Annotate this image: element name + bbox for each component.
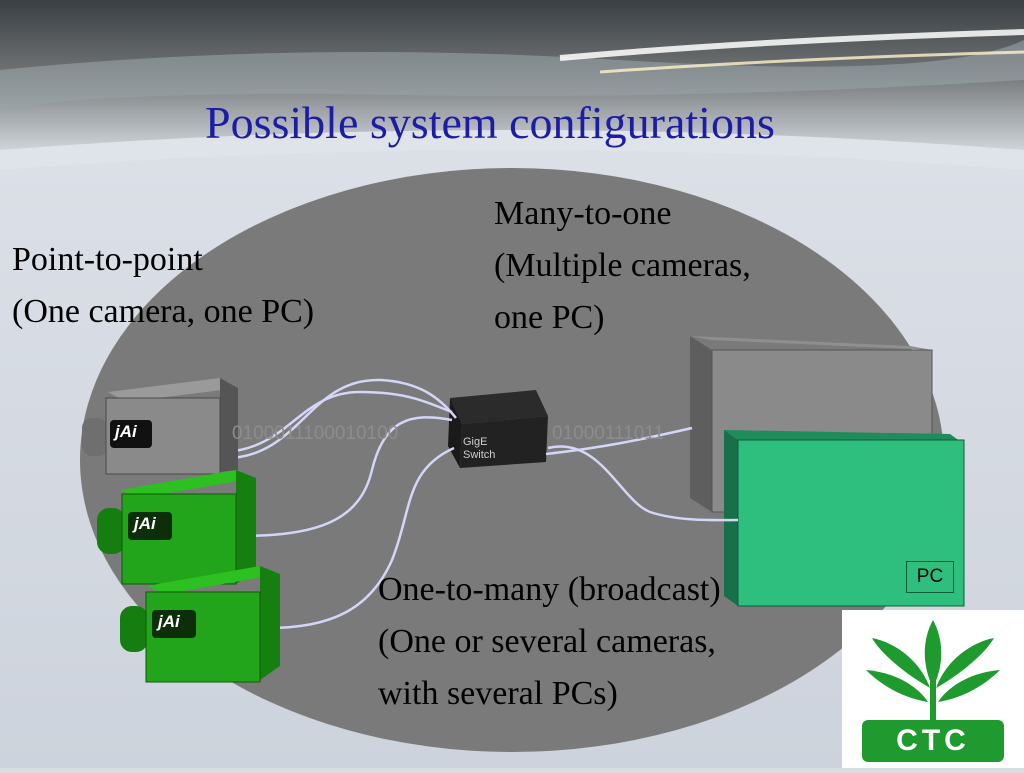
label-one-to-many-line1: One-to-many (broadcast) xyxy=(378,571,721,608)
label-one-to-many-line3: with several PCs) xyxy=(378,675,618,712)
switch-label-line1: GigE xyxy=(463,436,488,448)
label-many-to-one: Many-to-one (Multiple cameras, one PC) xyxy=(494,188,751,344)
switch-label-line2: Switch xyxy=(463,449,496,461)
label-many-to-one-line3: one PC) xyxy=(494,299,605,336)
ctc-logo-graphic xyxy=(842,610,1024,768)
ctc-logo: CTC xyxy=(842,610,1024,768)
switch-label: GigE Switch xyxy=(463,436,495,462)
pc-label: PC xyxy=(906,561,954,593)
camera-brand-gray: jAi xyxy=(115,422,137,441)
camera-brand-green-2: jAi xyxy=(158,612,180,631)
slide-title: Possible system configurations xyxy=(205,97,775,148)
label-many-to-one-line2: (Multiple cameras, xyxy=(494,247,751,284)
binary-stream-left: 0100011100010100 xyxy=(232,423,399,444)
cables xyxy=(224,378,739,630)
binary-stream-right: 01000111011 xyxy=(552,423,665,444)
camera-green-2 xyxy=(120,566,280,683)
camera-gray xyxy=(82,378,238,475)
label-many-to-one-line1: Many-to-one xyxy=(494,195,672,232)
ctc-logo-text: CTC xyxy=(896,724,970,757)
label-point-to-point: Point-to-point (One camera, one PC) xyxy=(12,234,314,338)
camera-green-1 xyxy=(97,470,256,585)
header-photo xyxy=(0,0,1024,170)
label-one-to-many: One-to-many (broadcast) (One or several … xyxy=(378,564,721,720)
label-point-to-point-line1: Point-to-point xyxy=(12,241,203,278)
label-one-to-many-line2: (One or several cameras, xyxy=(378,623,716,660)
camera-brand-green-1: jAi xyxy=(134,514,156,533)
label-point-to-point-line2: (One camera, one PC) xyxy=(12,293,315,330)
